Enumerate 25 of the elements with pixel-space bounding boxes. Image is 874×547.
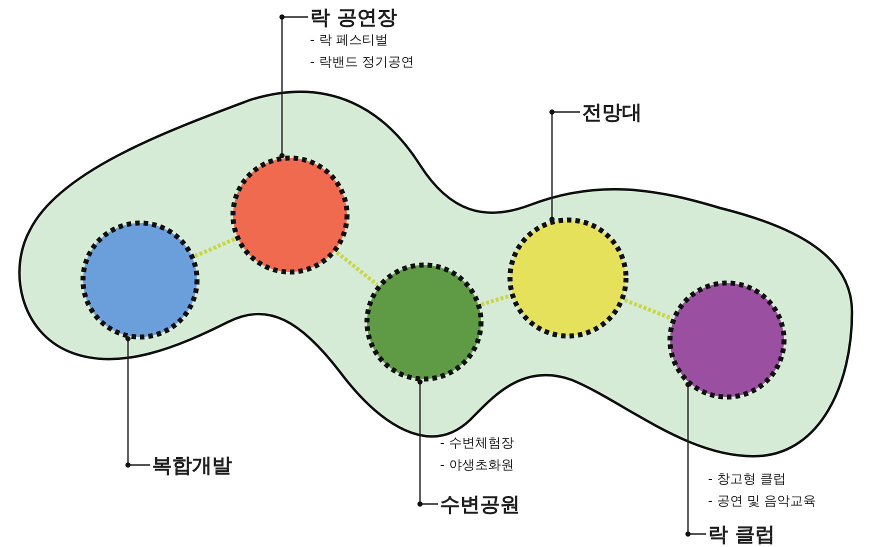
place-title: 수변공원 [440, 491, 520, 517]
dotted-circle [506, 216, 630, 340]
feature-item: - 야생초화원 [440, 457, 515, 475]
place-title: 복합개발 [152, 452, 232, 478]
dotted-circle [666, 279, 788, 401]
leader-line [125, 338, 150, 468]
dotted-circle [79, 219, 201, 341]
feature-item: - 창고형 클럽 [708, 471, 787, 489]
feature-item: - 수변체험장 [440, 435, 515, 453]
feature-item: - 공연 및 음악교육 [708, 493, 816, 511]
dotted-link [624, 298, 672, 320]
place-title: 전망대 [582, 99, 642, 125]
dotted-link [480, 294, 510, 306]
dotted-circle [229, 154, 351, 276]
dotted-link [336, 250, 378, 286]
leader-line [279, 14, 308, 156]
feature-item: - 락밴드 정기공연 [310, 54, 414, 72]
place-title: 락 공연장 [310, 4, 398, 30]
dotted-link [194, 237, 236, 258]
place-title: 락 클럽 [708, 521, 776, 547]
leader-line [417, 381, 438, 507]
leader-line [685, 384, 706, 537]
leader-line [549, 109, 580, 220]
feature-item: - 락 페스티벌 [310, 32, 389, 50]
dotted-circle [363, 261, 485, 383]
